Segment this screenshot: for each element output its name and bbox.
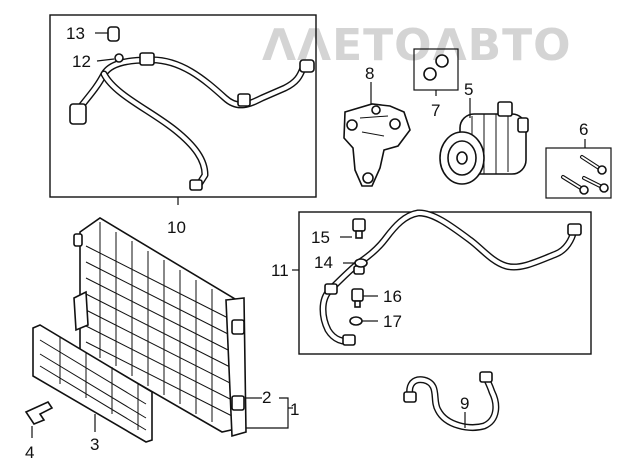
o-ring-small-icon [114, 53, 124, 63]
callout-8: 8 [365, 64, 374, 83]
callout-16: 16 [383, 287, 402, 306]
clip-icon [24, 400, 54, 425]
callout-14: 14 [314, 253, 333, 272]
callout-11: 11 [271, 261, 289, 280]
seal-strip-icon [32, 324, 153, 443]
group-box-11 [298, 211, 592, 355]
condenser-icon [73, 217, 247, 438]
pressure-switch-icon [352, 218, 366, 239]
callout-15: 15 [311, 228, 330, 247]
callout-5: 5 [464, 80, 473, 99]
o-rings-icon [423, 54, 449, 81]
o-ring-14-icon [354, 258, 368, 268]
callout-13: 13 [66, 24, 85, 43]
group-box-6 [545, 147, 612, 199]
callout-3: 3 [90, 435, 99, 454]
sensor-icon [351, 288, 364, 308]
suction-hose-icon [403, 371, 500, 431]
valve-cap-icon [107, 26, 120, 42]
callout-7: 7 [431, 101, 440, 120]
callout-17: 17 [383, 312, 402, 331]
callout-2: 2 [262, 388, 271, 407]
group-box-10 [49, 14, 317, 198]
callout-1: 1 [290, 400, 299, 419]
discharge-hose-icon [69, 52, 315, 191]
callout-9: 9 [460, 394, 469, 413]
callout-12: 12 [72, 52, 91, 71]
callout-6: 6 [579, 120, 588, 139]
callout-4: 4 [25, 443, 34, 462]
o-ring-17-icon [349, 316, 363, 326]
compressor-bracket-icon [343, 103, 411, 187]
bolts-icon [561, 155, 609, 195]
ac-compressor-icon [439, 101, 529, 185]
callout-10: 10 [167, 218, 186, 237]
